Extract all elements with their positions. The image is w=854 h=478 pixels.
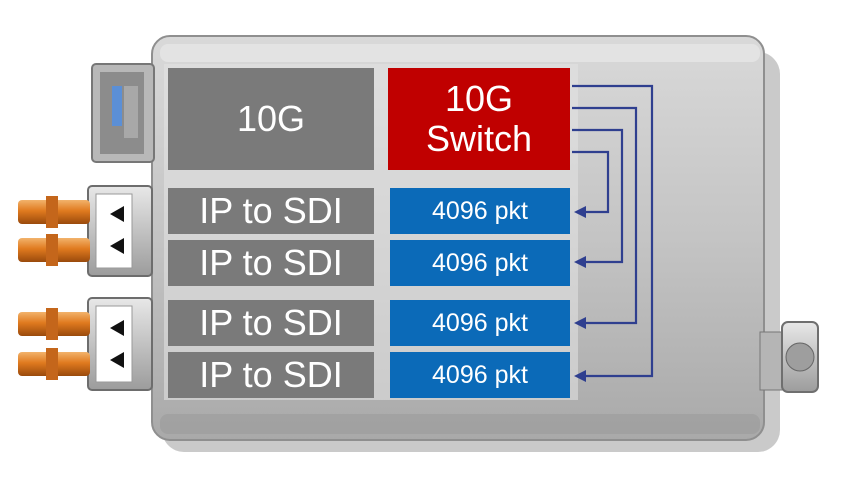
- connection-to-buffer-1: [572, 150, 610, 214]
- uplink-10g-label: 10G: [236, 98, 306, 140]
- switch-label-line1: 10G: [444, 78, 514, 120]
- bnc-pair-lower: [18, 297, 153, 391]
- packet-buffer-block-3: 4096 pkt: [390, 300, 570, 346]
- ip-to-sdi-label: IP to SDI: [199, 302, 343, 344]
- packet-buffer-label: 4096 pkt: [432, 360, 528, 389]
- arrow-head-1: [574, 206, 586, 218]
- ip-to-sdi-label: IP to SDI: [199, 354, 343, 396]
- sfp-port: [91, 63, 155, 163]
- switch-label-line2: Switch: [425, 118, 533, 159]
- packet-buffer-block-4: 4096 pkt: [390, 352, 570, 398]
- ip-to-sdi-block-3: IP to SDI: [168, 300, 374, 346]
- switch-10g-block: 10G Switch: [388, 68, 570, 170]
- ip-to-sdi-label: IP to SDI: [199, 190, 343, 232]
- connection-to-buffer-4: [572, 84, 654, 378]
- connection-lines: [572, 84, 654, 378]
- packet-buffer-block-2: 4096 pkt: [390, 240, 570, 286]
- side-bnc-connector: [759, 321, 819, 393]
- packet-buffer-label: 4096 pkt: [432, 196, 528, 225]
- bnc-pair-upper: [18, 185, 153, 277]
- connection-to-buffer-3: [572, 106, 638, 325]
- ip-to-sdi-label: IP to SDI: [199, 242, 343, 284]
- arrow-head-4: [574, 370, 586, 382]
- connection-arrowheads: [574, 206, 586, 382]
- ip-to-sdi-block-2: IP to SDI: [168, 240, 374, 286]
- packet-buffer-label: 4096 pkt: [432, 248, 528, 277]
- uplink-10g-block: 10G: [168, 68, 374, 170]
- connection-to-buffer-2: [572, 128, 624, 264]
- arrow-head-3: [574, 317, 586, 329]
- arrow-head-2: [574, 256, 586, 268]
- packet-buffer-block-1: 4096 pkt: [390, 188, 570, 234]
- packet-buffer-label: 4096 pkt: [432, 308, 528, 337]
- ip-to-sdi-block-4: IP to SDI: [168, 352, 374, 398]
- ip-to-sdi-block-1: IP to SDI: [168, 188, 374, 234]
